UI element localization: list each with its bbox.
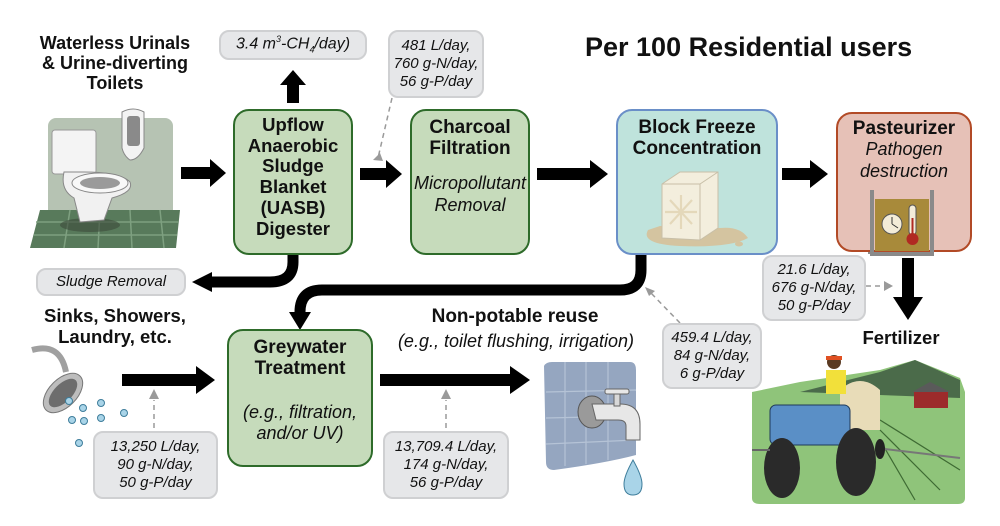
faucet-illustration	[544, 362, 643, 496]
freeze-output-note: 459.4 L/day, 84 g-N/day, 6 g-P/day	[662, 323, 762, 389]
title-line: Blanket	[259, 176, 327, 198]
arrow-uasb-to-charcoal	[360, 160, 402, 188]
subtitle-line: Pathogen	[865, 139, 943, 160]
greywater-input-note: 13,250 L/day, 90 g-N/day, 50 g-P/day	[93, 431, 218, 499]
toilet-illustration	[30, 108, 180, 249]
note-line: 84 g-N/day,	[673, 347, 751, 364]
subtitle-line: Removal	[434, 195, 506, 216]
title-line: Concentration	[632, 138, 762, 160]
greywater-label-line: Laundry, etc.	[58, 325, 172, 347]
arrow-uasb-to-sludge	[210, 255, 299, 288]
freeze-title: Block Freeze Concentration	[618, 117, 776, 160]
methane-mid: -CH	[281, 35, 310, 53]
methane-prefix: 3.4 m	[235, 35, 276, 53]
reuse-title: Non-potable reuse	[431, 306, 599, 327]
subtitle-line: Micropollutant	[413, 172, 527, 193]
note-line: 481 L/day,	[401, 37, 471, 54]
uasb-output-note: 481 L/day, 760 g-N/day, 56 g-P/day	[388, 30, 484, 98]
note-line: 50 g-P/day	[119, 474, 192, 491]
methane-sub: 4	[309, 44, 315, 55]
toilets-label-line: Waterless Urinals	[39, 33, 191, 53]
title-line: Block Freeze	[638, 117, 756, 138]
arrow-toilets-to-uasb	[181, 159, 226, 187]
arrow-greywater-to-reuse	[380, 366, 530, 394]
subtitle-line: (e.g., filtration,	[242, 401, 358, 422]
note-line: 760 g-N/day,	[393, 55, 479, 72]
methane-suffix: /day)	[314, 35, 351, 53]
fertilizer-output-note: 21.6 L/day, 676 g-N/day, 50 g-P/day	[762, 255, 866, 321]
methane-value: 3.4 m3-CH4/day)	[221, 34, 365, 55]
greywater-label-line: Sinks, Showers,	[44, 305, 186, 326]
note-line: 90 g-N/day,	[117, 456, 194, 473]
title-line: Treatment	[254, 358, 346, 380]
greywater-treatment-title: Greywater Treatment	[229, 337, 371, 380]
sludge-label: Sludge Removal	[55, 273, 167, 290]
note-line: 56 g-P/day	[409, 474, 483, 491]
subtitle-line: and/or UV)	[256, 423, 344, 444]
arrow-pasteurizer-to-fertilizer	[893, 258, 923, 320]
charcoal-subtitle: Micropollutant Removal	[412, 172, 528, 217]
note-line: 21.6 L/day,	[777, 261, 851, 278]
title-line: Filtration	[429, 138, 511, 160]
charcoal-filtration-box: Charcoal Filtration Micropollutant Remov…	[410, 109, 530, 255]
toilets-label-line: & Urine-diverting	[41, 53, 188, 74]
greywater-source-label: Sinks, Showers, Laundry, etc.	[20, 305, 210, 347]
arrow-charcoal-to-freeze	[537, 160, 608, 188]
pasteurizer-title: Pasteurizer	[852, 118, 956, 139]
title-line: Anaerobic	[247, 134, 339, 156]
arrow-uasb-to-methane	[280, 70, 306, 103]
farm-tractor-illustration	[752, 355, 965, 504]
note-line: 676 g-N/day,	[771, 279, 857, 296]
title-line: Greywater	[253, 337, 347, 358]
subtitle-line: destruction	[859, 160, 949, 181]
page-title: Per 100 Residential users	[585, 32, 913, 62]
greywater-treatment-subtitle: (e.g., filtration, and/or UV)	[229, 402, 371, 445]
note-line: 459.4 L/day,	[671, 329, 753, 346]
pasteurizer-box: Pasteurizer Pathogen destruction	[836, 112, 972, 252]
note-line: 174 g-N/day,	[403, 456, 489, 473]
title-line: Sludge	[262, 155, 324, 177]
fertilizer-label: Fertilizer	[862, 327, 940, 348]
uasb-title: Upflow Anaerobic Sludge Blanket (UASB) D…	[235, 114, 351, 239]
methane-output-note: 3.4 m3-CH4/day)	[219, 30, 367, 60]
note-line: 56 g-P/day	[399, 73, 473, 90]
title-line: Digester	[255, 217, 331, 239]
arrow-freeze-to-pasteurizer	[782, 160, 828, 188]
uasb-digester-box: Upflow Anaerobic Sludge Blanket (UASB) D…	[233, 109, 353, 255]
greywater-treatment-box: Greywater Treatment (e.g., filtration, a…	[227, 329, 373, 467]
charcoal-title: Charcoal Filtration	[412, 117, 528, 160]
note-line: 6 g-P/day	[679, 365, 745, 382]
reuse-subtitle: (e.g., toilet flushing, irrigation)	[397, 331, 635, 351]
pasteurizer-subtitle: Pathogen destruction	[838, 139, 970, 182]
reuse-output-note: 13,709.4 L/day, 174 g-N/day, 56 g-P/day	[383, 431, 509, 499]
methane-sup: 3	[275, 34, 281, 45]
sludge-removal-note: Sludge Removal	[36, 268, 186, 296]
note-line: 13,709.4 L/day,	[394, 438, 498, 455]
title-line: Charcoal	[429, 117, 511, 138]
note-line: 50 g-P/day	[777, 297, 851, 314]
arrow-greywater-in	[122, 366, 215, 394]
block-freeze-box: Block Freeze Concentration	[616, 109, 778, 255]
title-line: (UASB)	[260, 196, 326, 218]
note-line: 13,250 L/day,	[110, 438, 201, 455]
title-line: Upflow	[262, 114, 324, 135]
toilets-source-label: Waterless Urinals & Urine-diverting Toil…	[20, 33, 210, 93]
toilets-label-line: Toilets	[86, 73, 144, 94]
